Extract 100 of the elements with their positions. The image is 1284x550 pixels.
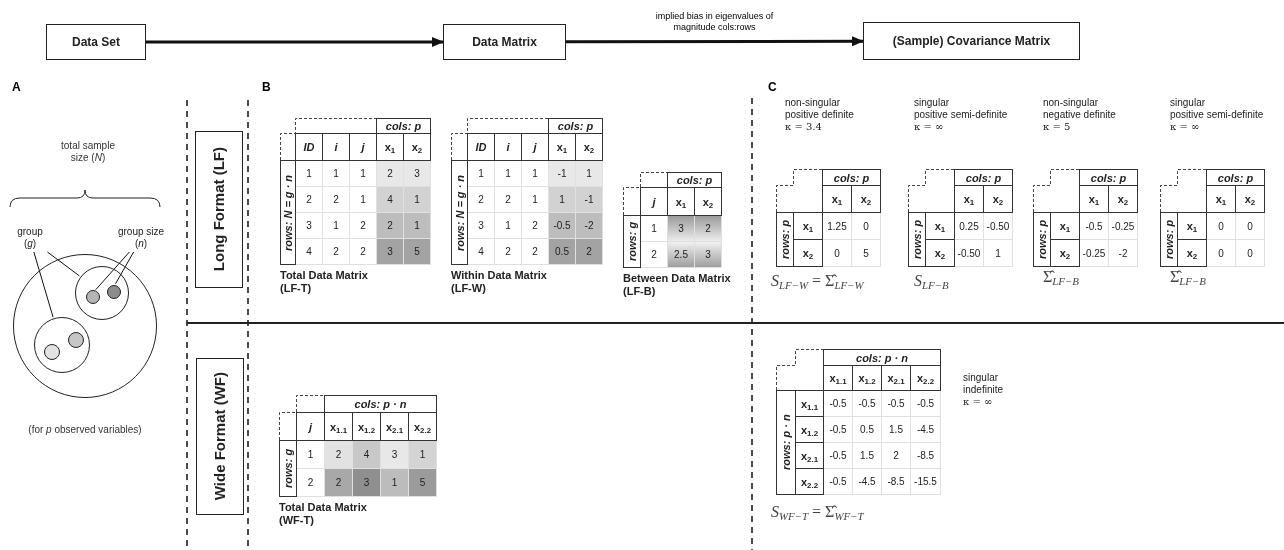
matrix-property: singular <box>914 97 951 109</box>
column-header: x$_{1}$ <box>822 185 852 213</box>
table-cell: 4 <box>376 186 404 213</box>
matrix-formula: Σ̂$_{LF−B}$ <box>1043 268 1079 286</box>
table-cell: -2 <box>575 212 603 239</box>
process-box <box>443 24 566 60</box>
column-header: x$_{2}$ <box>983 185 1013 213</box>
box-label: Long Format (LF) <box>210 147 228 272</box>
table-cell: 1 <box>403 212 431 239</box>
row-header: x$_{1}$ <box>1050 212 1080 240</box>
condition-number: κ = 5 <box>1043 121 1072 133</box>
observation-dot <box>107 285 121 299</box>
column-header: x$_{2}$ <box>575 133 603 161</box>
process-box <box>863 22 1080 60</box>
table-caption: Total Data Matrix (WF-T) <box>279 501 368 528</box>
observation-dot <box>86 290 100 304</box>
column-header: j <box>349 133 377 161</box>
table-cell: -0.5 <box>548 212 576 239</box>
table-cell: 1 <box>380 468 409 497</box>
table-cell: 0 <box>1235 239 1265 267</box>
row-span-header: rows: N = g · n <box>451 160 468 265</box>
table-cell: 2.5 <box>667 241 695 268</box>
condition-number: κ = ∞ <box>914 121 945 133</box>
arrow <box>146 37 444 47</box>
matrix-property: negative definite <box>1043 109 1116 121</box>
row-header: x$_{1}$ <box>925 212 955 240</box>
row-header: x$_{2}$ <box>1050 239 1080 267</box>
table-cell: 2 <box>376 212 404 239</box>
table-cell: 2 <box>324 468 353 497</box>
table-caption: Total Data Matrix (LF-T) <box>280 269 369 296</box>
table-cell: 3 <box>352 468 381 497</box>
matrix-formula: S$_{WF−T}$ = Σ̂$_{WF−T}$ <box>771 503 864 521</box>
row-header: x$_{1.1}$ <box>795 390 824 417</box>
column-header: x$_{2}$ <box>1235 185 1265 213</box>
row-span-header: rows: p <box>776 212 794 267</box>
matrix-property: singular <box>963 372 1000 384</box>
row-span-header: rows: p · n <box>776 390 796 495</box>
panel-letter: C <box>768 80 777 94</box>
column-header: j <box>296 412 325 441</box>
column-header: j <box>640 187 668 216</box>
table-cell: 1 <box>403 186 431 213</box>
matrix-property: non-singular <box>785 97 842 109</box>
column-header: x$_{2}$ <box>851 185 881 213</box>
box-label: Data Set <box>72 34 120 50</box>
table-cell: 3 <box>694 241 722 268</box>
row-header: x$_{2}$ <box>1177 239 1207 267</box>
annotation-text: total sample size (N) <box>60 140 116 164</box>
process-box <box>46 24 146 60</box>
column-header: x$_{1}$ <box>1079 185 1109 213</box>
box-label: Wide Format (WF) <box>211 372 229 501</box>
row-header: x$_{2}$ <box>793 239 823 267</box>
annotation-text: group (g) <box>12 226 48 252</box>
row-span-header: rows: g <box>623 215 641 268</box>
annotation-text: (for p observed variables) <box>27 424 143 436</box>
table-cell: -15.5 <box>910 468 941 495</box>
leader-line <box>33 251 54 318</box>
column-header: x$_{2}$ <box>403 133 431 161</box>
row-span-header: rows: p <box>1033 212 1051 267</box>
matrix-property: indefinite <box>963 384 1004 396</box>
table-cell: -0.50 <box>983 212 1013 240</box>
panel-letter: A <box>12 80 21 94</box>
matrix-property: positive semi-definite <box>914 109 1008 121</box>
row-span-header: rows: N = g · n <box>280 160 296 265</box>
column-header: ID <box>295 133 323 161</box>
condition-number: κ = 3.4 <box>785 121 823 133</box>
column-header: x$_{2.2}$ <box>408 412 437 441</box>
column-header: ID <box>467 133 495 161</box>
row-header: x$_{1}$ <box>793 212 823 240</box>
matrix-formula: S$_{LF−W}$ = Σ̂$_{LF−W}$ <box>771 272 864 290</box>
arrow <box>566 36 864 47</box>
observation-dot <box>68 332 84 348</box>
table-cell: 5 <box>851 239 881 267</box>
row-header: x$_{2}$ <box>925 239 955 267</box>
table-cell: 2 <box>575 238 603 265</box>
column-span-header: cols: p <box>548 118 603 134</box>
observation-dot <box>44 344 60 360</box>
column-header: i <box>494 133 522 161</box>
column-header: x$_{1}$ <box>954 185 984 213</box>
panel-letter: B <box>262 80 271 94</box>
row-span-header: rows: p <box>908 212 926 267</box>
annotation-text: group size (n) <box>112 226 170 252</box>
column-header: x$_{2}$ <box>694 187 722 216</box>
box-label: (Sample) Covariance Matrix <box>892 33 1051 49</box>
condition-number: κ = ∞ <box>963 396 994 408</box>
table-cell: -0.25 <box>1108 212 1138 240</box>
leader-line <box>46 251 80 277</box>
table-cell: 5 <box>403 238 431 265</box>
matrix-property: positive semi-definite <box>1170 109 1264 121</box>
table-caption: Between Data Matrix (LF-B) <box>623 272 732 299</box>
format-box <box>196 358 244 515</box>
table-caption: Within Data Matrix (LF-W) <box>451 269 548 296</box>
column-span-header: cols: p · n <box>324 395 437 413</box>
column-header: x$_{2.2}$ <box>910 365 941 391</box>
matrix-formula: Σ̂$_{LF−B}$ <box>1170 268 1206 286</box>
column-header: x$_{1}$ <box>1206 185 1236 213</box>
leader-line <box>114 251 135 285</box>
table-cell: -2 <box>1108 239 1138 267</box>
table-cell: 5 <box>408 468 437 497</box>
column-header: j <box>521 133 549 161</box>
format-box <box>195 131 243 288</box>
